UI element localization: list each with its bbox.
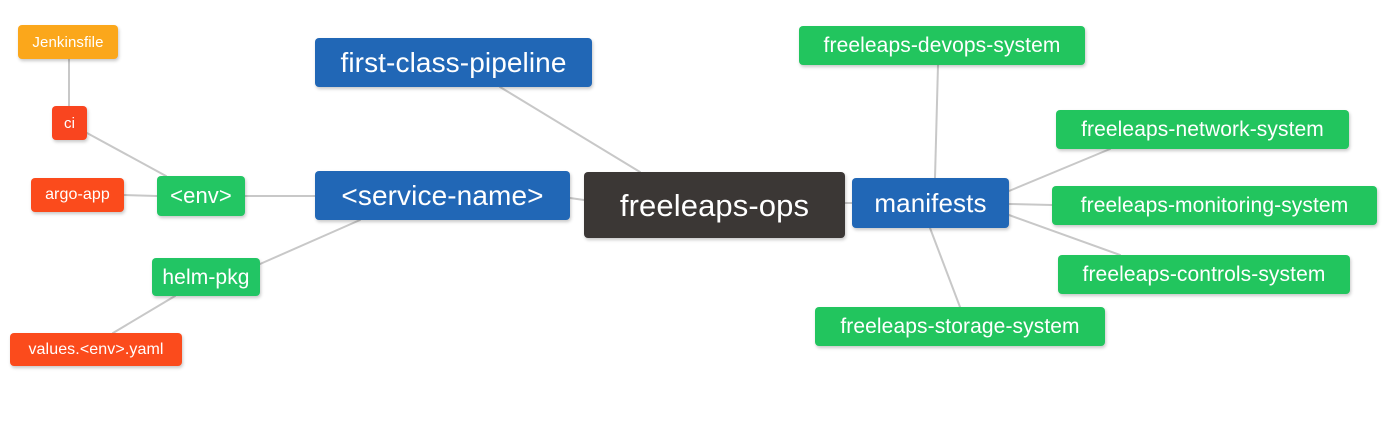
- node-ci[interactable]: ci: [52, 106, 87, 140]
- node-label-service-name: <service-name>: [341, 179, 544, 211]
- node-jenkinsfile[interactable]: Jenkinsfile: [18, 25, 118, 59]
- node-freeleaps-controls-system[interactable]: freeleaps-controls-system: [1058, 255, 1350, 294]
- node-freeleaps-ops[interactable]: freeleaps-ops: [584, 172, 845, 238]
- node-label-ci: ci: [63, 114, 76, 132]
- node-label-freeleaps-monitoring-system: freeleaps-monitoring-system: [1080, 194, 1349, 217]
- node-manifests[interactable]: manifests: [852, 178, 1009, 228]
- edge-manifests-monitoring: [1008, 203, 1053, 206]
- node-label-first-class-pipeline: first-class-pipeline: [340, 46, 567, 78]
- node-label-env: <env>: [170, 183, 232, 208]
- node-freeleaps-monitoring-system[interactable]: freeleaps-monitoring-system: [1052, 186, 1377, 225]
- node-label-manifests: manifests: [874, 188, 987, 218]
- node-label-helm-pkg: helm-pkg: [162, 265, 250, 289]
- node-helm-pkg[interactable]: helm-pkg: [152, 258, 260, 296]
- node-label-freeleaps-network-system: freeleaps-network-system: [1081, 118, 1324, 141]
- edge-manifests-network: [1008, 148, 1111, 192]
- edge-ci-env: [86, 132, 167, 177]
- node-label-freeleaps-ops: freeleaps-ops: [619, 187, 810, 223]
- node-env[interactable]: <env>: [157, 176, 245, 216]
- edge-servicename-ops: [569, 197, 585, 201]
- node-freeleaps-storage-system[interactable]: freeleaps-storage-system: [815, 307, 1105, 346]
- node-freeleaps-network-system[interactable]: freeleaps-network-system: [1056, 110, 1349, 149]
- node-label-freeleaps-devops-system: freeleaps-devops-system: [823, 34, 1061, 57]
- node-argo-app[interactable]: argo-app: [31, 178, 124, 212]
- node-service-name[interactable]: <service-name>: [315, 171, 570, 220]
- node-values-env-yaml[interactable]: values.<env>.yaml: [10, 333, 182, 366]
- node-label-freeleaps-storage-system: freeleaps-storage-system: [840, 315, 1080, 338]
- node-label-freeleaps-controls-system: freeleaps-controls-system: [1082, 263, 1326, 286]
- edge-pipeline-ops: [499, 86, 641, 173]
- edge-helmpkg-values: [112, 295, 176, 334]
- edge-servicename-helmpkg: [259, 219, 361, 265]
- node-label-jenkinsfile: Jenkinsfile: [32, 33, 104, 51]
- edge-argoapp-env: [123, 194, 158, 197]
- node-freeleaps-devops-system[interactable]: freeleaps-devops-system: [799, 26, 1085, 65]
- edge-manifests-devops: [934, 64, 939, 179]
- node-first-class-pipeline[interactable]: first-class-pipeline: [315, 38, 592, 87]
- edge-manifests-storage: [929, 227, 961, 308]
- node-label-values-env-yaml: values.<env>.yaml: [28, 340, 164, 358]
- node-label-argo-app: argo-app: [45, 186, 110, 203]
